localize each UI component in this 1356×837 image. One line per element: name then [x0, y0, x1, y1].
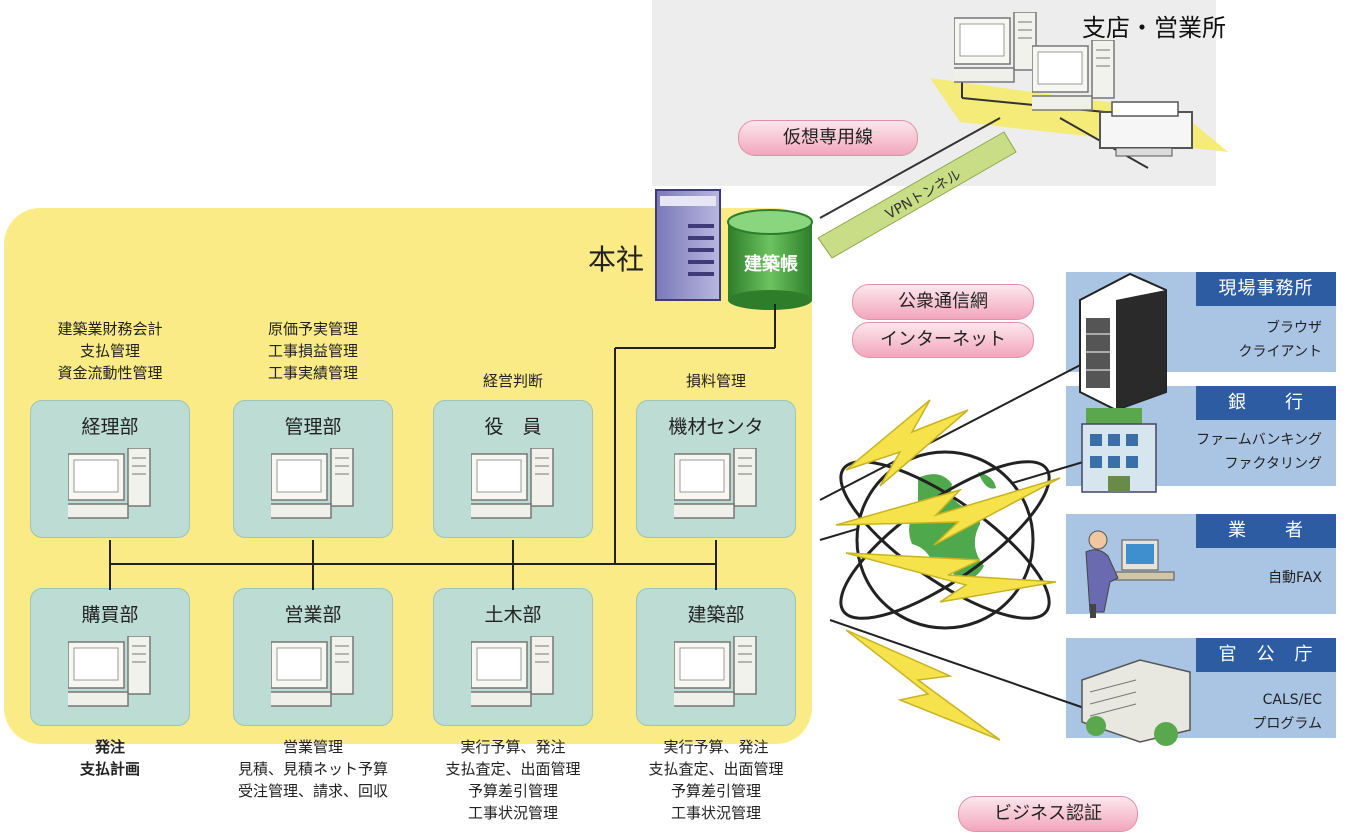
external-government[interactable]: 官 公 庁 CALS/EC プログラム — [1066, 638, 1336, 738]
department-management[interactable]: 管理部 — [233, 400, 393, 538]
external-description: ファームバンキング ファクタリング — [1196, 432, 1322, 472]
globe-icon — [839, 450, 1051, 630]
department-sales[interactable]: 営業部 — [233, 588, 393, 726]
department-title: 購買部 — [81, 604, 139, 626]
department-note: 実行予算、発注 支払査定、出面管理 予算差引管理 工事状況管理 — [445, 738, 581, 822]
department-title: 役 員 — [484, 416, 542, 438]
branch-office-label: 支店・営業所 — [1082, 14, 1226, 42]
department-executive[interactable]: 役 員 — [433, 400, 593, 538]
internet-pill: インターネット — [852, 322, 1034, 358]
external-site-office[interactable]: 現場事務所 ブラウザ クライアント — [1066, 272, 1336, 372]
virtual-private-line-pill: 仮想専用線 — [738, 120, 918, 156]
department-note: 実行予算、発注 支払査定、出面管理 予算差引管理 工事状況管理 — [648, 738, 784, 822]
department-note: 営業管理 見積、見積ネット予算 受注管理、請求、回収 — [237, 738, 388, 800]
external-description: ブラウザ クライアント — [1238, 320, 1322, 360]
department-note: 発注 支払計画 — [79, 738, 140, 778]
department-title: 経理部 — [81, 416, 139, 438]
business-authentication-pill: ビジネス認証 — [958, 796, 1138, 832]
department-note: 原価予実管理 工事損益管理 工事実績管理 — [267, 320, 358, 382]
external-vendor[interactable]: 業 者 自動FAX — [1066, 514, 1336, 614]
internet-lines — [819, 359, 1091, 711]
external-title: 業 者 — [1196, 514, 1336, 548]
public-network-pill: 公衆通信網 — [852, 284, 1034, 320]
external-title: 官 公 庁 — [1196, 638, 1336, 672]
headquarters-label: 本社 — [588, 243, 645, 276]
department-title: 土木部 — [484, 604, 542, 626]
department-note: 損料管理 — [685, 372, 746, 390]
department-title: 管理部 — [284, 416, 342, 438]
external-bank[interactable]: 銀 行 ファームバンキング ファクタリング — [1066, 386, 1336, 486]
lightning-icon — [835, 399, 1061, 741]
department-title: 建築部 — [687, 604, 745, 626]
department-note: 経営判断 — [482, 372, 543, 390]
external-title: 銀 行 — [1196, 386, 1336, 420]
external-description: 自動FAX — [1268, 570, 1322, 586]
external-description: CALS/EC プログラム — [1252, 692, 1322, 732]
department-title: 営業部 — [284, 604, 342, 626]
department-equipment-center[interactable]: 機材センタ — [636, 400, 796, 538]
department-construction[interactable]: 建築部 — [636, 588, 796, 726]
department-accounting[interactable]: 経理部 — [30, 400, 190, 538]
department-note: 建築業財務会計 支払管理 資金流動性管理 — [57, 320, 163, 382]
database-label: 建築帳 — [744, 254, 798, 275]
department-purchasing[interactable]: 購買部 — [30, 588, 190, 726]
department-title: 機材センタ — [668, 416, 764, 438]
external-title: 現場事務所 — [1196, 272, 1336, 306]
department-civil[interactable]: 土木部 — [433, 588, 593, 726]
